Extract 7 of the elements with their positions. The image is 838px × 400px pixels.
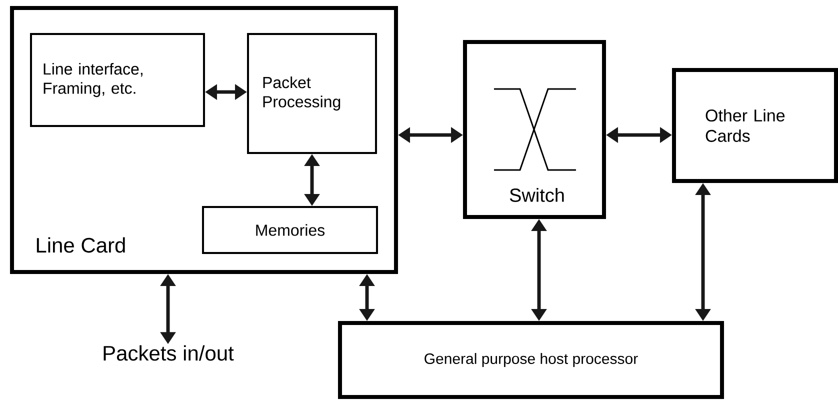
process-box: Line interface, Framing, etc. (30, 33, 205, 127)
line-cards-box: Other Line Cards (672, 68, 838, 183)
io-label: Packets in/out (104, 345, 234, 361)
process-box: Packet Processing (247, 33, 377, 154)
processor-box: General purpose host processor (338, 321, 724, 399)
switch-box: Switch (463, 40, 606, 219)
memory-box: Memories (202, 206, 378, 254)
